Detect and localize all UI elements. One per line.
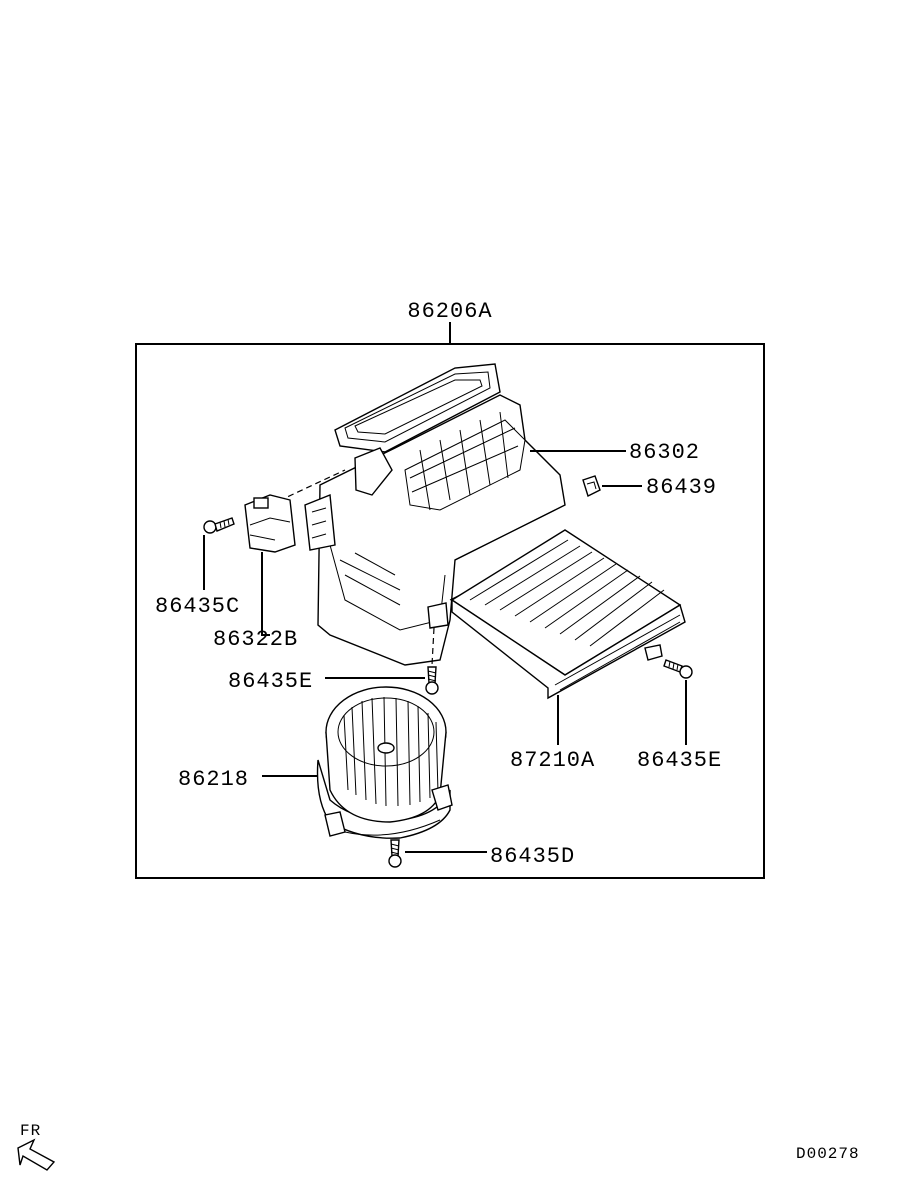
- screw-right: [663, 659, 693, 679]
- label-resistor: 86322B: [213, 627, 298, 652]
- air-filter: [450, 529, 686, 700]
- housing-case: [304, 363, 566, 666]
- diagram-code: D00278: [796, 1145, 860, 1163]
- label-filter: 87210A: [510, 748, 595, 773]
- screw-lower: [425, 666, 439, 695]
- label-screw-bottom: 86435D: [490, 844, 575, 869]
- resistor-leader: [261, 552, 270, 636]
- front-arrow-icon: [17, 1138, 56, 1171]
- label-clip: 86439: [646, 475, 717, 500]
- blower-motor: [316, 686, 453, 839]
- label-screw-left: 86435C: [155, 594, 240, 619]
- label-housing-case: 86302: [629, 440, 700, 465]
- orientation-label: FR: [20, 1122, 41, 1140]
- label-assembly: 86206A: [407, 299, 492, 324]
- label-blower-motor: 86218: [178, 767, 249, 792]
- screw-left: [203, 517, 235, 534]
- label-screw-right: 86435E: [637, 748, 722, 773]
- label-screw-lower: 86435E: [228, 669, 313, 694]
- screw-bottom: [388, 839, 402, 868]
- resistor: [244, 494, 296, 553]
- clip: [582, 475, 601, 497]
- screw-guide: [431, 627, 435, 666]
